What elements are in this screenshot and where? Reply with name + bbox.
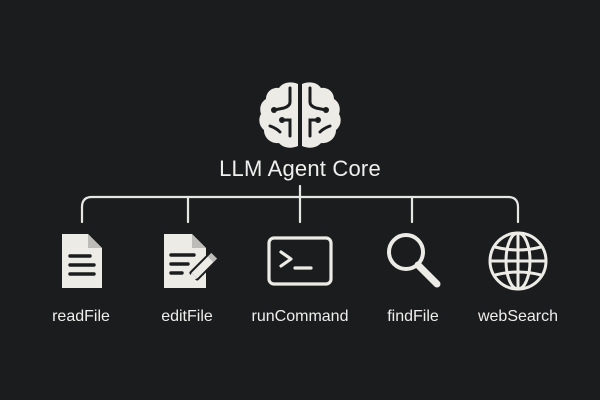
tool-runcommand: runCommand — [245, 228, 355, 328]
tool-editfile: editFile — [132, 228, 242, 328]
edit-document-icon — [164, 234, 219, 288]
tool-label-websearch: webSearch — [477, 308, 559, 325]
terminal-icon — [267, 236, 333, 286]
globe-icon — [488, 231, 548, 291]
magnifier-icon — [387, 233, 441, 288]
core-title: LLM Agent Core — [219, 156, 381, 181]
tool-label-findfile: findFile — [387, 308, 439, 325]
document-icon — [62, 234, 102, 288]
tool-findfile: findFile — [358, 228, 468, 328]
brain-icon — [259, 82, 341, 148]
tool-label-readfile: readFile — [52, 308, 110, 325]
tool-websearch: webSearch — [463, 228, 573, 328]
tool-label-editfile: editFile — [161, 308, 213, 325]
tool-label-runcommand: runCommand — [251, 308, 349, 325]
tool-readfile: readFile — [26, 228, 136, 328]
